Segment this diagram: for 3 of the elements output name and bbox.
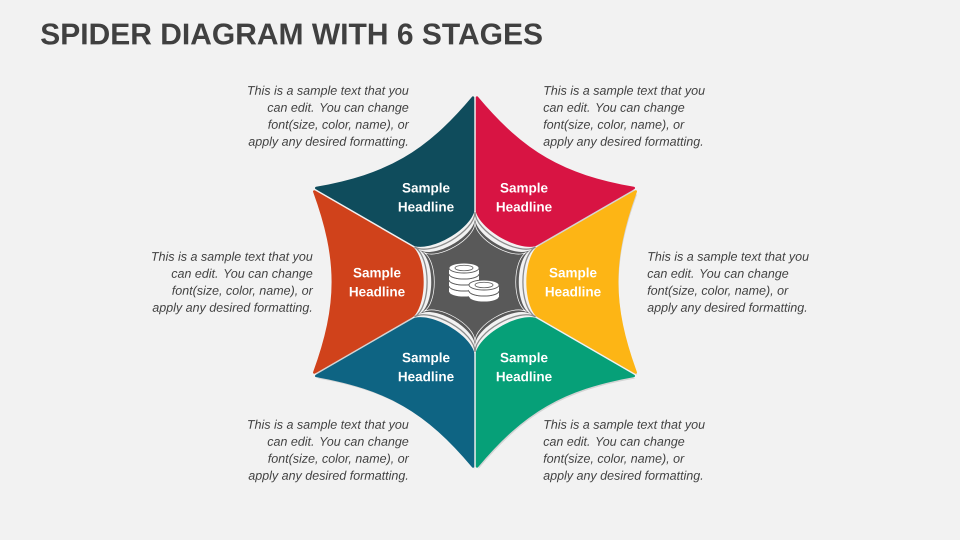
- title: SPIDER DIAGRAM WITH 6 STAGES: [41, 23, 542, 45]
- description-text: This is a sample text that you can edit. You can change font(size, color, name), or apply any desired formatting.: [648, 252, 809, 314]
- description-text: This is a sample text that you can edit. You can change font(size, color, name), or apply any desired formatting.: [152, 252, 314, 314]
